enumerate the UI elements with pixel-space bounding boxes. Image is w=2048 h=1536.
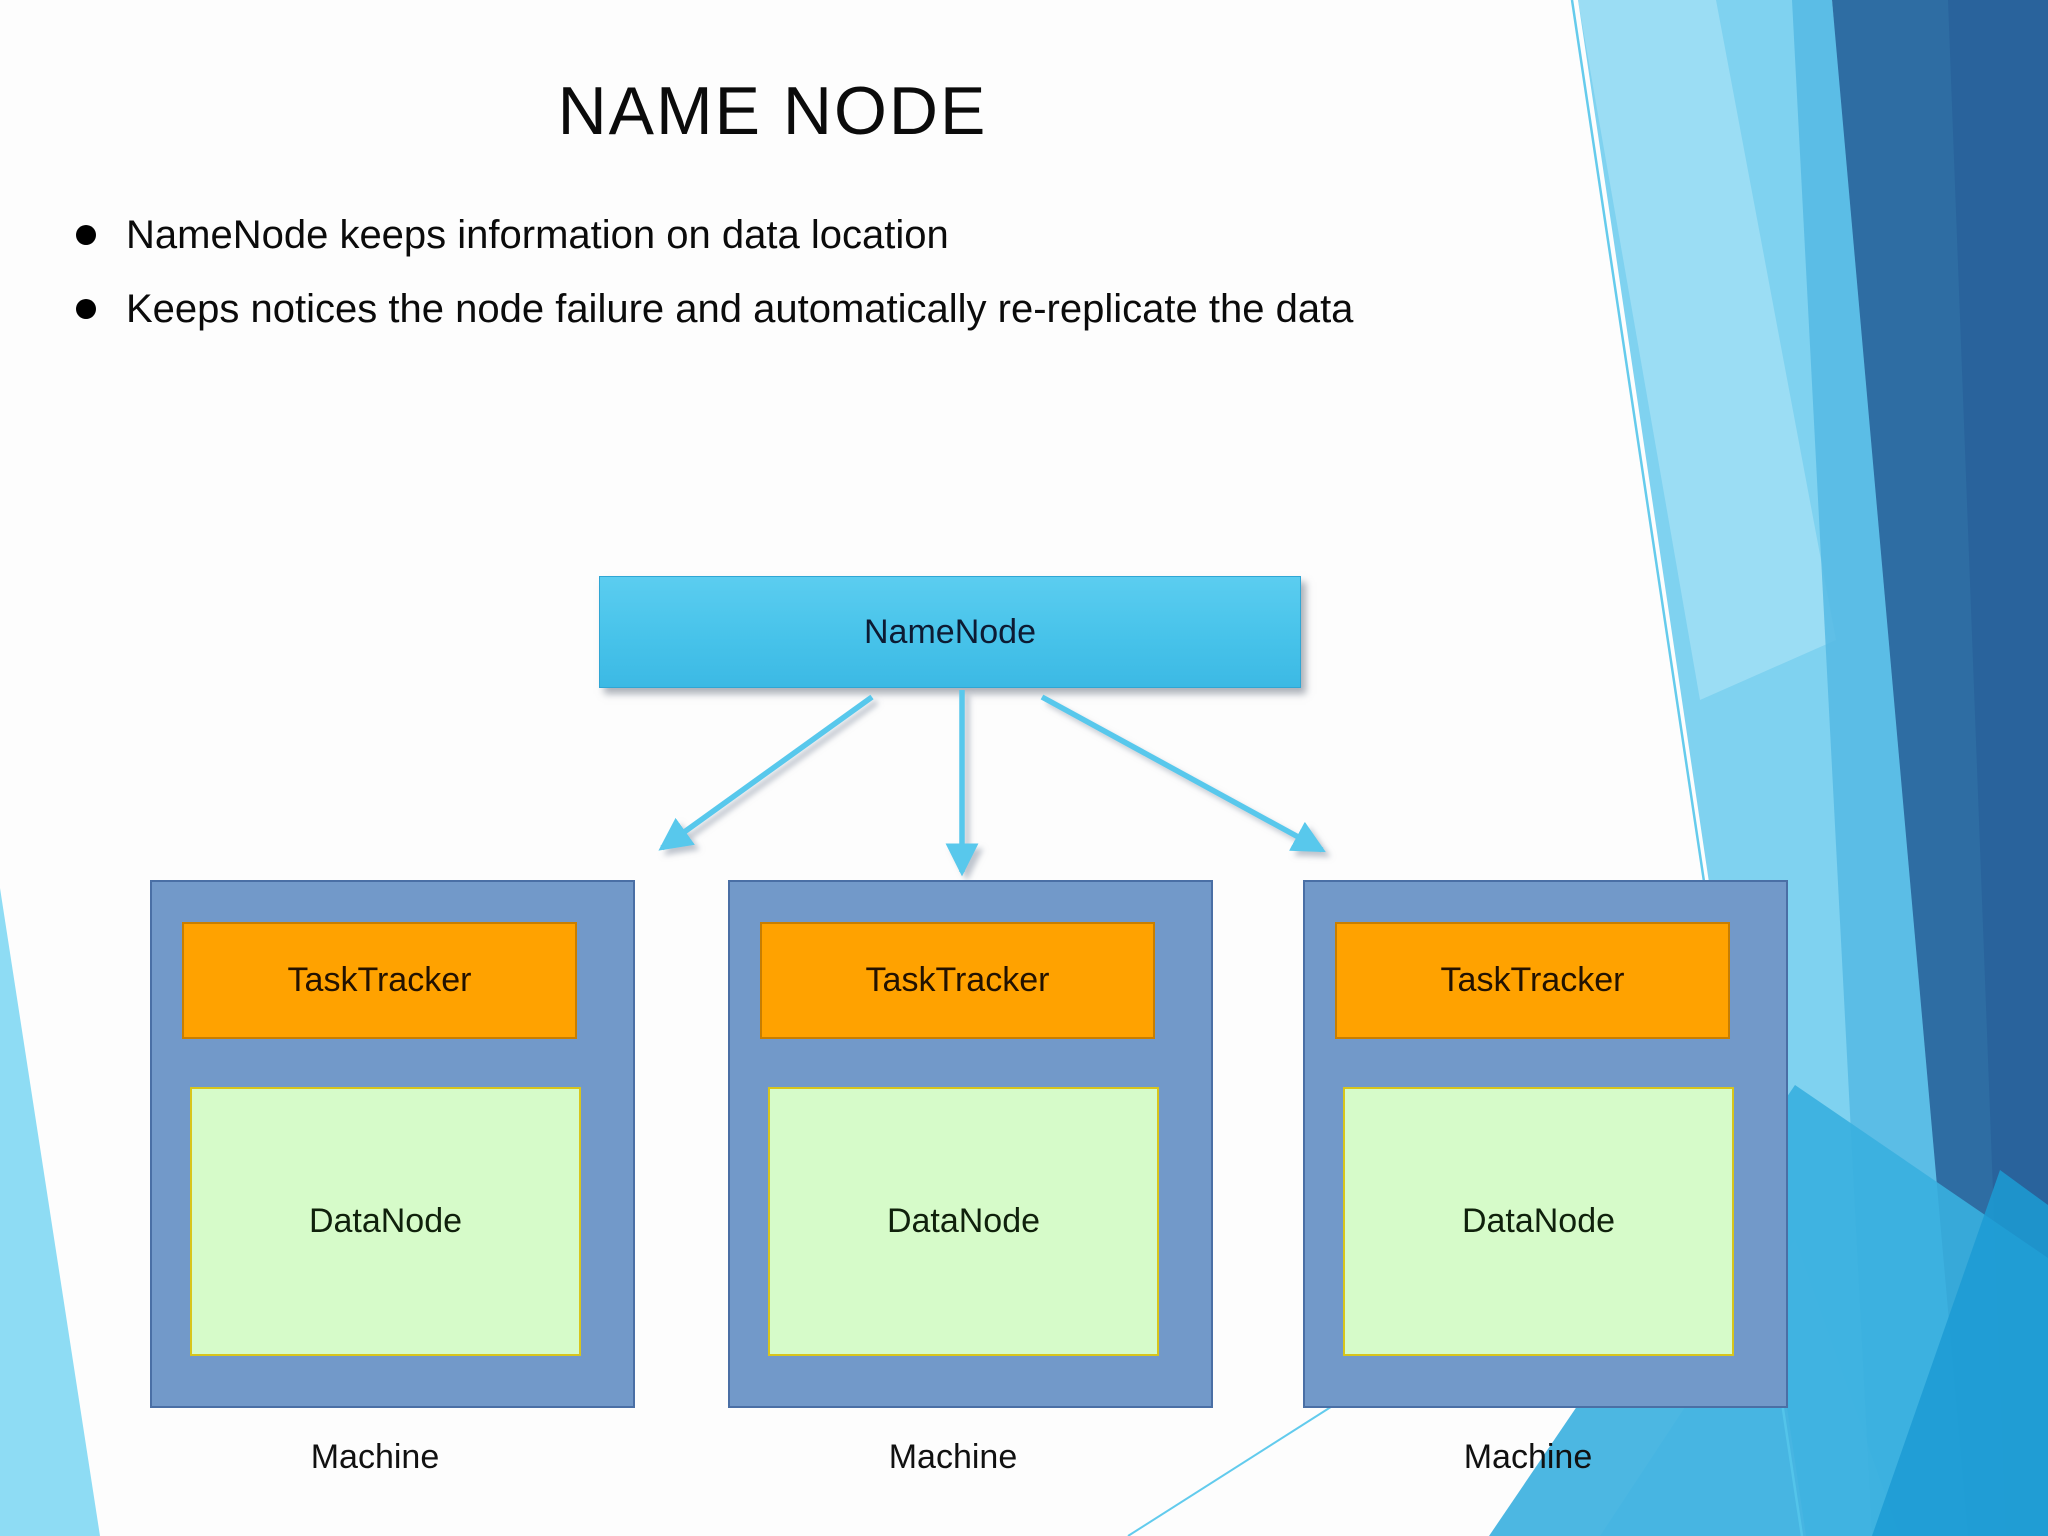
bullet-item: Keeps notices the node failure and autom… — [70, 284, 1540, 334]
machine-box: TaskTracker DataNode — [728, 880, 1213, 1408]
tasktracker-box: TaskTracker — [1335, 922, 1730, 1039]
datanode-box: DataNode — [1343, 1087, 1734, 1356]
arrow-to-machine-3 — [1040, 694, 1326, 853]
datanode-box: DataNode — [768, 1087, 1159, 1356]
datanode-box: DataNode — [190, 1087, 581, 1356]
corner-wedge — [0, 888, 100, 1536]
machine-box: TaskTracker DataNode — [1303, 880, 1788, 1408]
tasktracker-box: TaskTracker — [760, 922, 1155, 1039]
bullet-item: NameNode keeps information on data locat… — [70, 210, 1540, 260]
slide-title: NAME NODE — [557, 73, 988, 149]
machine-box: TaskTracker DataNode — [150, 880, 635, 1408]
bottom-right-bright-facet — [1872, 1170, 2048, 1536]
darker-facet — [1948, 0, 2048, 1536]
machine-caption: Machine — [888, 1438, 1018, 1476]
bullet-text: Keeps notices the node failure and autom… — [126, 287, 1354, 331]
tasktracker-box: TaskTracker — [182, 922, 577, 1039]
bullet-icon — [76, 225, 96, 245]
bullet-icon — [76, 299, 96, 319]
machine-caption: Machine — [1463, 1438, 1593, 1476]
namenode-box: NameNode — [599, 576, 1301, 688]
machine-caption: Machine — [310, 1438, 440, 1476]
namenode-label: NameNode — [864, 612, 1036, 651]
dark-blue-band — [1832, 0, 2048, 1536]
bullet-list: NameNode keeps information on data locat… — [70, 210, 1540, 358]
arrow-to-machine-1 — [658, 694, 874, 851]
bullet-text: NameNode keeps information on data locat… — [126, 213, 949, 257]
pale-facet — [1578, 0, 1836, 700]
medium-blue-facet — [1792, 0, 1986, 1536]
